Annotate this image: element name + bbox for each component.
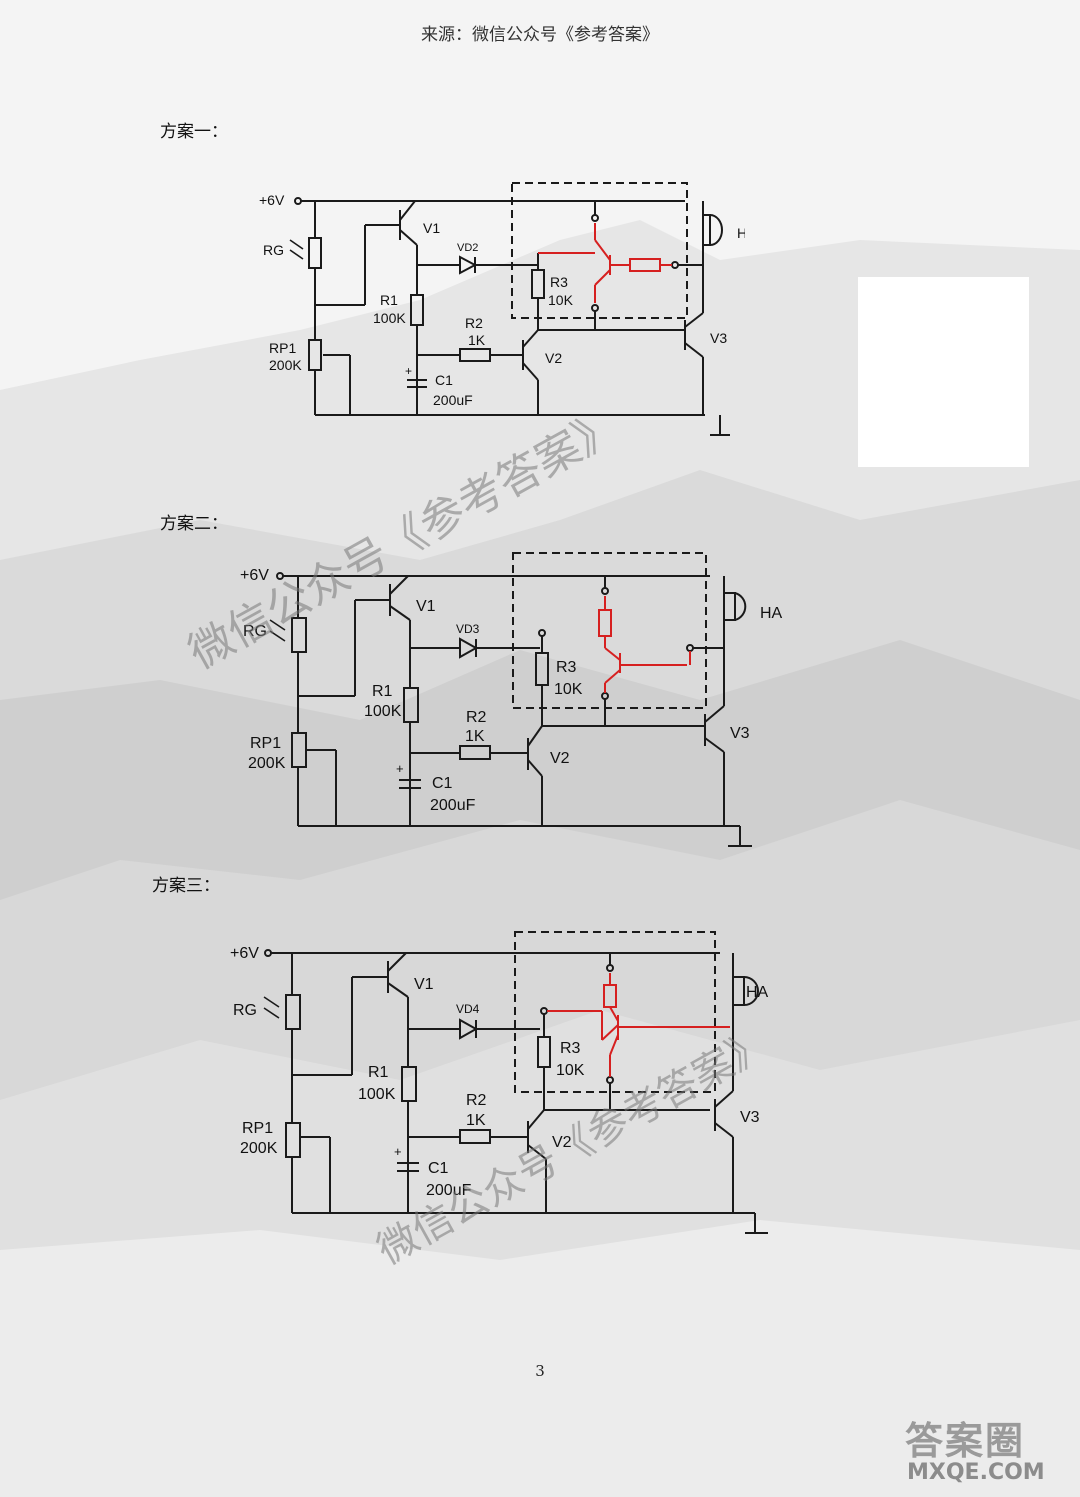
- v2-label: V2: [552, 1134, 572, 1151]
- r3-value: 10K: [554, 681, 583, 698]
- circuit-plan-3: +6V RG V1 VD4 R1 100K R3 10K R2 1K V2 V3…: [230, 931, 769, 1234]
- v3-label: V3: [740, 1109, 760, 1126]
- rg-label: RG: [263, 242, 284, 258]
- r3-value: 10K: [556, 1062, 585, 1079]
- v2-label: V2: [545, 350, 562, 366]
- vplus-label: +6V: [259, 192, 285, 208]
- plan-2-label: 方案二：: [160, 514, 228, 534]
- vplus-label: +6V: [230, 945, 259, 962]
- c1-value: 200uF: [430, 797, 476, 814]
- c1-value: 200uF: [433, 392, 473, 408]
- r1-label: R1: [372, 683, 393, 700]
- logo-text-bottom: MXQE.COM: [907, 1460, 1045, 1485]
- ha-label: HA: [746, 984, 769, 1001]
- plan-3-label: 方案三：: [152, 876, 220, 896]
- c1-label: C1: [432, 775, 453, 792]
- v3-label: V3: [730, 725, 750, 742]
- r1-label: R1: [380, 292, 398, 308]
- r2-label: R2: [466, 1092, 487, 1109]
- rp1-value: 200K: [240, 1140, 278, 1157]
- r2-value: 1K: [465, 728, 485, 745]
- v1-label: V1: [416, 598, 436, 615]
- c1-value: 200uF: [426, 1182, 472, 1199]
- ha-label: HA: [737, 225, 745, 241]
- r1-value: 100K: [364, 703, 402, 720]
- ha-label: HA: [760, 605, 783, 622]
- r2-label: R2: [466, 709, 487, 726]
- vd-label: VD2: [457, 242, 478, 254]
- vd-label: VD4: [456, 1002, 480, 1016]
- r2-value: 1K: [466, 1112, 486, 1129]
- r1-value: 100K: [358, 1086, 396, 1103]
- circuit-plan-2: +6V RG V1 VD3 R1 100K R3 10K R2 1K V2 V3…: [240, 552, 783, 847]
- r3-label: R3: [556, 659, 577, 676]
- v1-label: V1: [423, 220, 440, 236]
- c1-plus: +: [394, 1144, 402, 1159]
- r1-value: 100K: [373, 310, 406, 326]
- page-number: 3: [535, 1362, 545, 1380]
- rp1-value: 200K: [248, 755, 286, 772]
- r3-label: R3: [560, 1040, 581, 1057]
- c1-plus: +: [396, 761, 404, 776]
- r2-label: R2: [465, 315, 483, 331]
- c1-plus: +: [405, 364, 412, 378]
- source-header: 来源：微信公众号《参考答案》: [421, 25, 659, 45]
- c1-label: C1: [435, 372, 453, 388]
- site-logo: 答案圈 MXQE.COM: [905, 1410, 1075, 1492]
- c1-label: C1: [428, 1160, 449, 1177]
- rg-label: RG: [233, 1002, 257, 1019]
- rp1-value: 200K: [269, 357, 302, 373]
- rp1-label: RP1: [250, 735, 281, 752]
- r3-label: R3: [550, 274, 568, 290]
- v2-label: V2: [550, 750, 570, 767]
- blank-white-box: [858, 277, 1029, 467]
- circuit-plan-1: +6V RG V1 VD2 R1 100K R3 10K R2 1K V2 V3…: [259, 182, 745, 436]
- vd-label: VD3: [456, 622, 480, 636]
- logo-text-top: 答案圈: [905, 1419, 1026, 1463]
- r2-value: 1K: [468, 332, 486, 348]
- vplus-label: +6V: [240, 567, 269, 584]
- r3-value: 10K: [548, 292, 574, 308]
- rp1-label: RP1: [242, 1120, 273, 1137]
- rg-label: RG: [243, 623, 267, 640]
- r1-label: R1: [368, 1064, 389, 1081]
- rp1-label: RP1: [269, 340, 296, 356]
- v1-label: V1: [414, 976, 434, 993]
- v3-label: V3: [710, 330, 727, 346]
- plan-1-label: 方案一：: [160, 122, 228, 142]
